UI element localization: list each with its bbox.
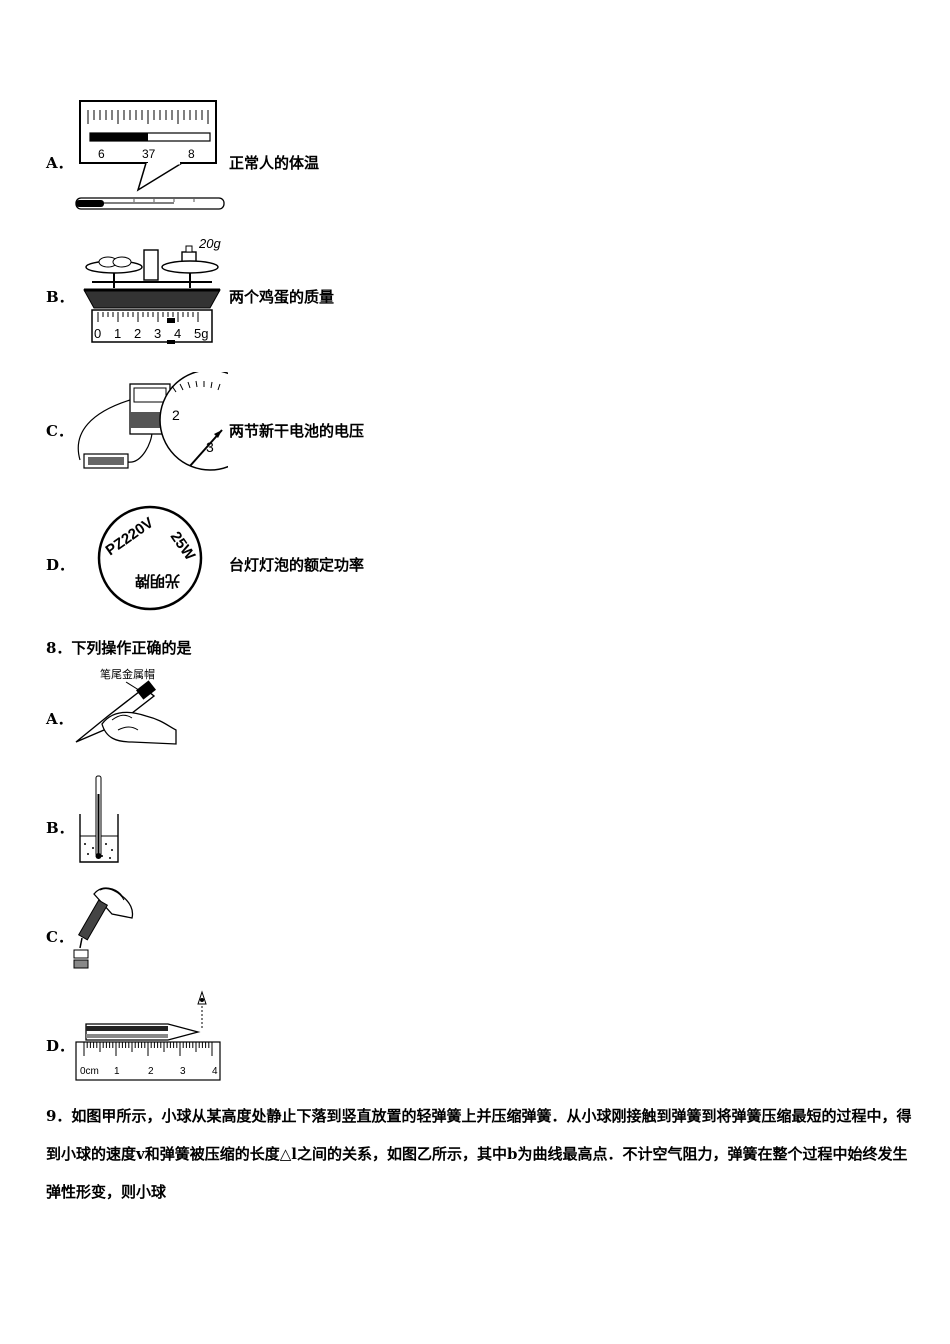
option-b-letter: B． bbox=[46, 288, 74, 306]
question-8-title: 8．下列操作正确的是 bbox=[46, 639, 192, 657]
voltmeter-figure: 2 3 bbox=[77, 372, 228, 471]
q8-option-c-letter: C． bbox=[46, 928, 73, 946]
voltmeter-label-2: 2 bbox=[172, 407, 180, 423]
bulb-brand-text: 光明牌 bbox=[135, 572, 181, 590]
test-pen-caption: 笔尾金属帽 bbox=[100, 667, 155, 681]
balance-weight-label: 20g bbox=[198, 236, 221, 251]
balance-label-2: 2 bbox=[134, 326, 141, 341]
ruler-pencil-figure: 0cm 1 2 3 4 bbox=[75, 990, 221, 1081]
ruler-label-4: 4 bbox=[212, 1066, 218, 1077]
option-d-text: 台灯灯泡的额定功率 bbox=[229, 556, 365, 574]
option-a-text: 正常人的体温 bbox=[229, 154, 320, 172]
balance-label-3: 3 bbox=[154, 326, 161, 341]
voltmeter-label-3: 3 bbox=[206, 439, 214, 455]
thermo-label-1: 6 bbox=[98, 147, 105, 161]
ruler-label-2: 2 bbox=[148, 1066, 154, 1077]
thermometer-figure: 6 37 8 bbox=[75, 100, 225, 210]
option-d-letter: D． bbox=[46, 556, 75, 574]
ruler-label-0: 0cm bbox=[80, 1066, 99, 1077]
thermo-label-3: 8 bbox=[188, 147, 195, 161]
balance-label-1: 1 bbox=[114, 326, 121, 341]
option-c-text: 两节新干电池的电压 bbox=[229, 422, 365, 440]
ruler-label-3: 3 bbox=[180, 1066, 186, 1077]
q8-option-b-letter: B． bbox=[46, 819, 74, 837]
balance-figure: 20g 0 1 2 3 4 5g bbox=[83, 236, 221, 344]
q8-option-d-letter: D． bbox=[46, 1037, 75, 1055]
option-b-text: 两个鸡蛋的质量 bbox=[229, 288, 335, 306]
bulb-label-figure: PZ220V 25W 光明牌 bbox=[97, 505, 203, 611]
dropper-figure bbox=[73, 887, 134, 969]
q8-option-a-letter: A． bbox=[46, 710, 73, 728]
option-a-letter: A． bbox=[46, 154, 73, 172]
balance-label-5: 5g bbox=[194, 326, 208, 341]
beaker-thermometer-figure bbox=[79, 775, 119, 863]
ruler-label-1: 1 bbox=[114, 1066, 120, 1077]
question-9-text: 9．如图甲所示，小球从某高度处静止下落到竖直放置的轻弹簧上并压缩弹簧．从小球刚接… bbox=[46, 1107, 912, 1201]
test-pen-figure: 笔尾金属帽 bbox=[75, 667, 177, 745]
balance-label-4: 4 bbox=[174, 326, 181, 341]
option-c-letter: C． bbox=[46, 422, 73, 440]
balance-label-0: 0 bbox=[94, 326, 101, 341]
thermo-label-2: 37 bbox=[142, 147, 156, 161]
